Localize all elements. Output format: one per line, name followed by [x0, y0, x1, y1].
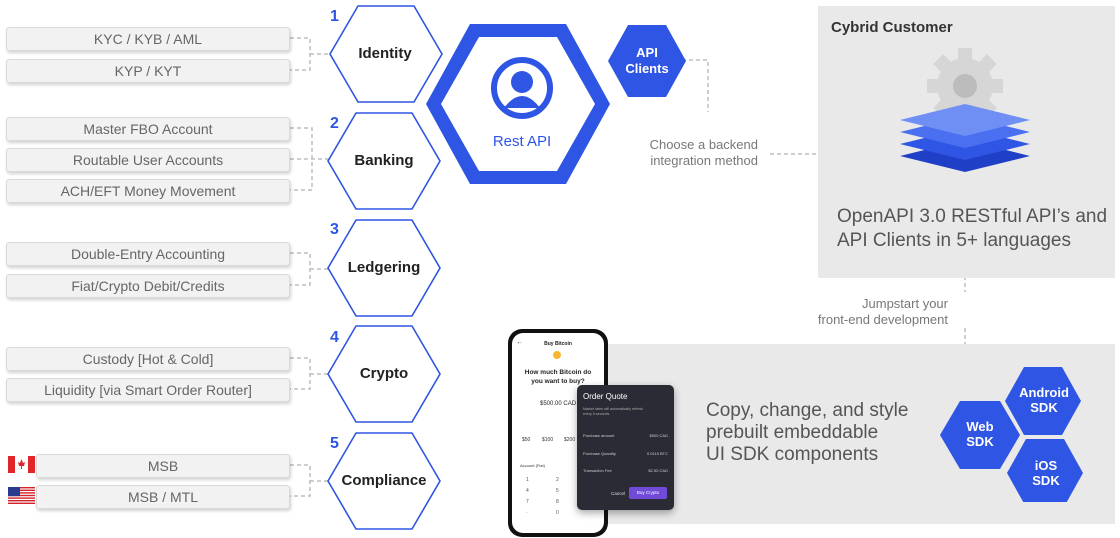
- sdk-desc-line2: prebuilt embeddable: [706, 422, 879, 443]
- sdk-description: Copy, change, and style prebuilt embedda…: [706, 400, 908, 466]
- jumpstart-text: Jumpstart your front-end development: [780, 296, 948, 328]
- pill-double-entry: Double-Entry Accounting: [6, 242, 290, 266]
- pill-master-fbo: Master FBO Account: [6, 117, 290, 141]
- android-line2: SDK: [1030, 400, 1058, 415]
- quote-buy-button[interactable]: Buy Crypto: [629, 487, 667, 499]
- pill-routable-accounts: Routable User Accounts: [6, 148, 290, 172]
- rest-api-label: Rest API: [492, 133, 552, 150]
- number-ledgering: 3: [330, 221, 339, 238]
- choose-line1: Choose a backend: [649, 137, 758, 152]
- ios-line1: iOS: [1034, 458, 1058, 473]
- label-compliance: Compliance: [341, 472, 427, 489]
- ios-line2: SDK: [1032, 473, 1060, 488]
- quick-amount-3[interactable]: $200: [564, 437, 576, 443]
- sdk-desc-line3: UI SDK components: [706, 444, 879, 465]
- web-line2: SDK: [966, 434, 994, 449]
- number-crypto: 4: [330, 329, 339, 346]
- hex-compliance: [327, 432, 441, 530]
- ios-sdk-hexagon: [1007, 439, 1083, 502]
- pill-liquidity: Liquidity [via Smart Order Router]: [6, 378, 290, 402]
- sdk-hexagons: [940, 367, 1083, 502]
- pill-kyc: KYC / KYB / AML: [6, 27, 290, 51]
- bitcoin-icon: [553, 351, 561, 359]
- pill-custody: Custody [Hot & Cold]: [6, 347, 290, 371]
- hex-banking: [327, 112, 441, 210]
- quick-amount-1[interactable]: $50: [522, 437, 531, 443]
- quote-note-line2: every 5 seconds.: [583, 412, 611, 416]
- rest-api-icon: [491, 57, 553, 119]
- quote-row1-label: Purchase amount: [583, 433, 615, 438]
- jumpstart-line2: front-end development: [817, 312, 948, 327]
- phone-question-line1: How much Bitcoin do: [524, 369, 592, 376]
- quick-amount-2[interactable]: $100: [542, 437, 554, 443]
- quote-note: Market rates will automatically refresh …: [583, 407, 643, 417]
- hex-ledgering: [327, 219, 441, 317]
- phone-header: Buy Bitcoin: [544, 341, 572, 347]
- hex-identity: [329, 5, 443, 103]
- pill-fiat-crypto: Fiat/Crypto Debit/Credits: [6, 274, 290, 298]
- number-identity: 1: [330, 8, 339, 25]
- quote-row3-value: $2.50 CAD: [648, 468, 668, 473]
- quote-row3-label: Transaction Fee: [583, 468, 612, 473]
- pill-kyp: KYP / KYT: [6, 59, 290, 83]
- android-sdk-hexagon: [1005, 367, 1081, 435]
- customer-desc-line2: API Clients in 5+ languages: [837, 230, 1071, 251]
- api-clients-line1: API: [636, 45, 658, 60]
- customer-title: Cybrid Customer: [831, 19, 953, 36]
- pill-msb-mtl: MSB / MTL: [36, 485, 290, 509]
- choose-line2: integration method: [650, 153, 758, 168]
- quote-cancel-button[interactable]: Cancel: [611, 491, 626, 496]
- customer-desc-line1: OpenAPI 3.0 RESTful API’s and: [837, 206, 1108, 227]
- ios-sdk-label: iOS SDK: [1007, 458, 1085, 488]
- web-sdk-hexagon: [940, 401, 1020, 469]
- web-sdk-label: Web SDK: [940, 419, 1020, 449]
- choose-backend-text: Choose a backend integration method: [628, 137, 758, 169]
- sdk-desc-line1: Copy, change, and style: [706, 400, 909, 421]
- label-identity: Identity: [358, 45, 412, 62]
- web-line1: Web: [966, 419, 994, 434]
- quote-row1-value: $500 CAD: [649, 433, 668, 438]
- back-arrow-icon[interactable]: ←: [516, 339, 523, 346]
- phone-amount: $500.00 CAD: [540, 401, 577, 407]
- number-banking: 2: [330, 115, 339, 132]
- quote-title: Order Quote: [583, 392, 628, 401]
- jumpstart-line1: Jumpstart your: [862, 296, 948, 311]
- hex-crypto: [327, 325, 441, 423]
- number-compliance: 5: [330, 435, 339, 452]
- android-sdk-label: Android SDK: [1005, 385, 1083, 415]
- phone-account-label[interactable]: Account (Fiat): [520, 463, 545, 468]
- android-line1: Android: [1019, 385, 1069, 400]
- api-clients-label: API Clients: [612, 45, 682, 77]
- quote-row2-label: Purchase Quantity: [583, 451, 616, 456]
- label-banking: Banking: [354, 152, 414, 169]
- api-layers-gear-icon: [900, 48, 1030, 172]
- quote-row2-value: 0.0115 BTC: [646, 451, 668, 456]
- us-flag-icon: [8, 487, 35, 504]
- canada-flag-icon: [8, 456, 35, 473]
- quote-note-line1: Market rates will automatically refresh: [583, 407, 644, 411]
- api-clients-hexagon: [608, 25, 686, 97]
- order-quote-card: Order Quote Market rates will automatica…: [577, 385, 674, 510]
- customer-description: OpenAPI 3.0 RESTful API’s and API Client…: [837, 205, 1107, 253]
- phone-question-line2: you want to buy?: [531, 378, 585, 385]
- phone-question: How much Bitcoin do you want to buy?: [512, 368, 604, 386]
- pill-msb: MSB: [36, 454, 290, 478]
- pill-ach-eft: ACH/EFT Money Movement: [6, 179, 290, 203]
- label-ledgering: Ledgering: [347, 259, 421, 276]
- label-crypto: Crypto: [359, 365, 409, 382]
- api-clients-line2: Clients: [625, 61, 669, 76]
